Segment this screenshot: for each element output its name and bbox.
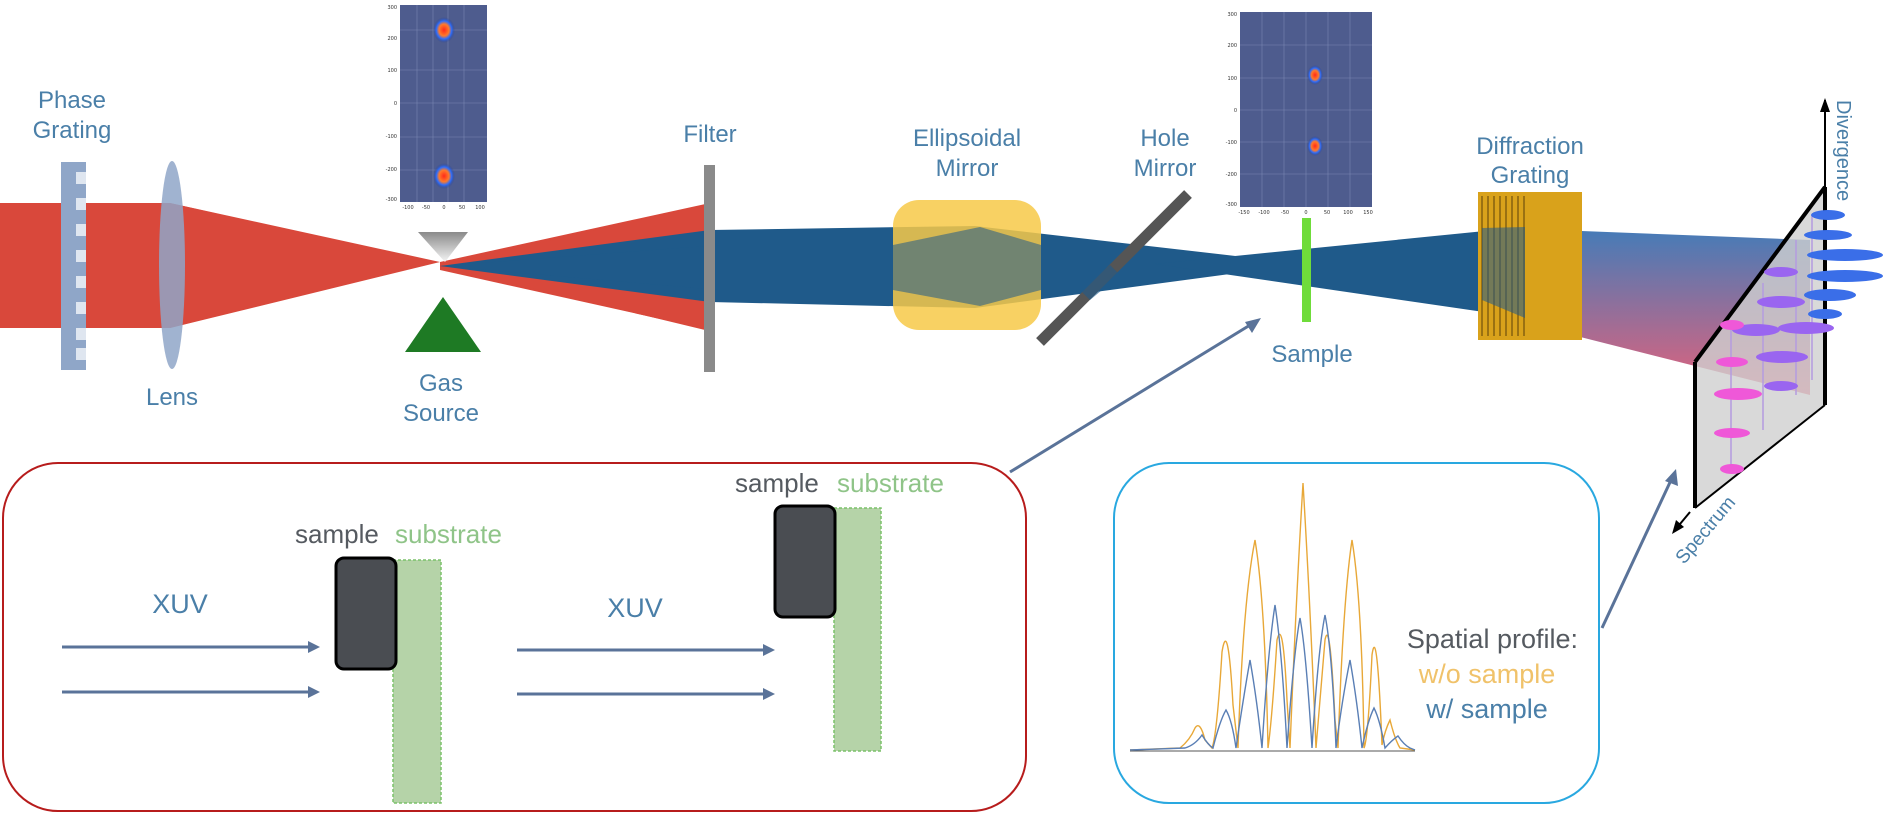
label-lens: Lens: [146, 384, 198, 411]
phase-grating: [61, 162, 86, 370]
pointer-to-detector: [1600, 477, 1674, 629]
label-spectrum: Spectrum: [1672, 492, 1740, 568]
detector-image-sample: 300 200 100 0 -100 -200 -300 -150 -100 -…: [1226, 12, 1373, 216]
label-ellipsoidal-1: Ellipsoidal: [913, 125, 1021, 152]
sample-block: [773, 504, 837, 619]
lens: [159, 161, 185, 369]
tick-label: -300: [386, 197, 397, 203]
tick-label: 300: [387, 5, 397, 11]
diffraction-grating: [1478, 192, 1582, 340]
label-diffraction-1: Diffraction: [1476, 133, 1584, 160]
gas-source: [405, 232, 481, 352]
label-diffraction-2: Grating: [1491, 162, 1570, 189]
tick-label: -100: [386, 134, 397, 140]
tick-label: 100: [387, 68, 397, 74]
label-with-sample: w/ sample: [1425, 694, 1548, 724]
tick-label: 0: [1304, 210, 1307, 216]
label-phase-grating-2: Grating: [33, 117, 112, 144]
label-sample: Sample: [1271, 341, 1352, 368]
label-spatial-profile: Spatial profile:: [1407, 624, 1578, 654]
label-phase-grating-1: Phase: [38, 87, 106, 114]
tick-label: 0: [394, 101, 397, 107]
tick-label: -150: [1238, 210, 1249, 216]
sample: [1302, 218, 1311, 322]
label-hole-1: Hole: [1140, 125, 1189, 152]
hole-mirror: [1036, 190, 1192, 346]
tick-label: 50: [1324, 210, 1330, 216]
label-xuv-1: XUV: [152, 589, 208, 619]
detector-screen: [1672, 98, 1883, 534]
filter: [704, 165, 715, 372]
label-gas-source-1: Gas: [419, 370, 463, 397]
tick-label: -300: [1226, 202, 1237, 208]
tick-label: 0: [1234, 108, 1237, 114]
tick-label: -200: [386, 167, 397, 173]
label-ellipsoidal-2: Mirror: [936, 155, 999, 182]
tick-label: -50: [422, 205, 430, 211]
substrate-block: [833, 507, 882, 752]
label-gas-source-2: Source: [403, 400, 479, 427]
label-without-sample: w/o sample: [1418, 659, 1556, 689]
profile-without-sample-curve: [1129, 482, 1416, 751]
label-filter: Filter: [683, 121, 736, 148]
tick-label: 300: [1227, 12, 1237, 18]
tick-label: -100: [1226, 140, 1237, 146]
sample-block: [334, 556, 398, 671]
label-xuv-2: XUV: [607, 593, 663, 623]
profile-with-sample-curve: [1129, 604, 1416, 751]
tick-label: -100: [402, 205, 413, 211]
detector-image-source: 300 200 100 0 -100 -200 -300 -100 -50 0 …: [386, 5, 487, 211]
tick-label: 200: [387, 36, 397, 42]
label-hole-2: Mirror: [1134, 155, 1197, 182]
tick-label: -200: [1226, 172, 1237, 178]
label-substrate-word-1: substrate: [395, 519, 502, 549]
tick-label: 100: [1227, 76, 1237, 82]
tick-label: 150: [1363, 210, 1373, 216]
tick-label: 100: [1343, 210, 1353, 216]
tick-label: 0: [442, 205, 445, 211]
tick-label: 50: [459, 205, 465, 211]
substrate-block: [392, 559, 442, 804]
label-substrate-word-2: substrate: [837, 468, 944, 498]
inset-spatial-profile: Spatial profile: w/o sample w/ sample: [1113, 462, 1678, 804]
tick-label: 100: [475, 205, 485, 211]
tick-label: 200: [1227, 43, 1237, 49]
tick-label: -100: [1258, 210, 1269, 216]
label-divergence: Divergence: [1832, 100, 1854, 201]
tick-label: -50: [1281, 210, 1289, 216]
label-sample-word-1: sample: [295, 519, 379, 549]
inset-sample-configurations: XUV sample substrate XUV sample substrat…: [2, 318, 1261, 812]
label-sample-word-2: sample: [735, 468, 819, 498]
pointer-to-sample: [1009, 320, 1256, 474]
